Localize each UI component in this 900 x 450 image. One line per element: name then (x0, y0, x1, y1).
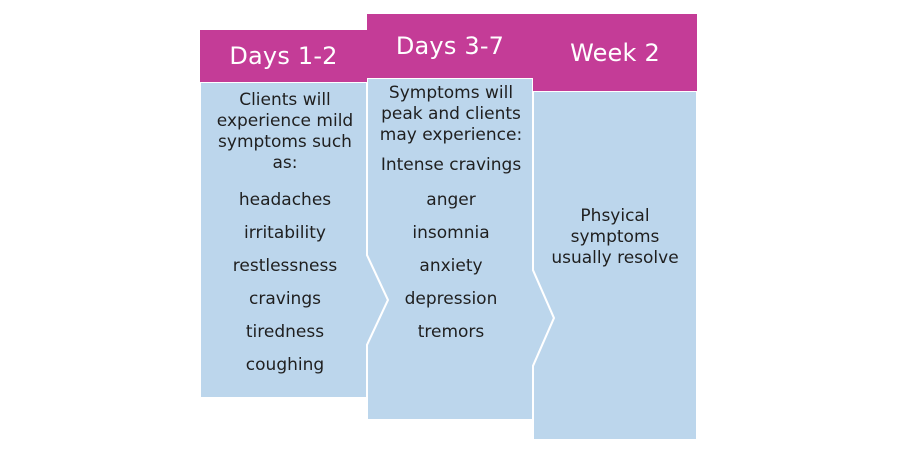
stage-3-intro: Phsyical symptoms usually resolve (551, 206, 679, 268)
stage-3-header-label: Week 2 (570, 38, 660, 67)
symptom-item: headaches (238, 190, 332, 210)
stage-3-header: Week 2 (533, 14, 697, 91)
symptom-item: irritability (244, 223, 326, 243)
symptom-item: anger (426, 190, 476, 210)
symptom-item: depression (404, 289, 498, 309)
stage-1-header: Days 1-2 (200, 30, 367, 82)
symptom-item: tremors (417, 322, 485, 342)
stage-1-symptom-list: headaches irritability restlessness crav… (210, 184, 360, 382)
stage-2-header-label: Days 3-7 (395, 32, 505, 60)
stage-1-body: Clients will experience mild symptoms su… (210, 90, 360, 382)
stage-2-intro: Symptoms will peak and clients may exper… (379, 83, 523, 145)
stage-3-body: Phsyical symptoms usually resolve (548, 206, 682, 279)
symptom-item: insomnia (412, 223, 490, 243)
symptom-item: tiredness (245, 322, 325, 342)
symptom-item: cravings (249, 289, 321, 309)
stage-2-symptom-list: Intense cravings anger insomnia anxiety … (377, 154, 525, 349)
stage-3-body-shape (532, 90, 698, 441)
stage-1-intro: Clients will experience mild symptoms su… (216, 90, 354, 173)
stage-1-header-label: Days 1-2 (229, 42, 338, 70)
symptom-item: anxiety (419, 256, 483, 276)
stage-2-header: Days 3-7 (367, 14, 533, 78)
symptom-item: coughing (245, 355, 325, 375)
symptom-item: Intense cravings (380, 155, 522, 175)
stage-2-body: Symptoms will peak and clients may exper… (377, 83, 525, 349)
symptom-item: restlessness (232, 256, 338, 276)
